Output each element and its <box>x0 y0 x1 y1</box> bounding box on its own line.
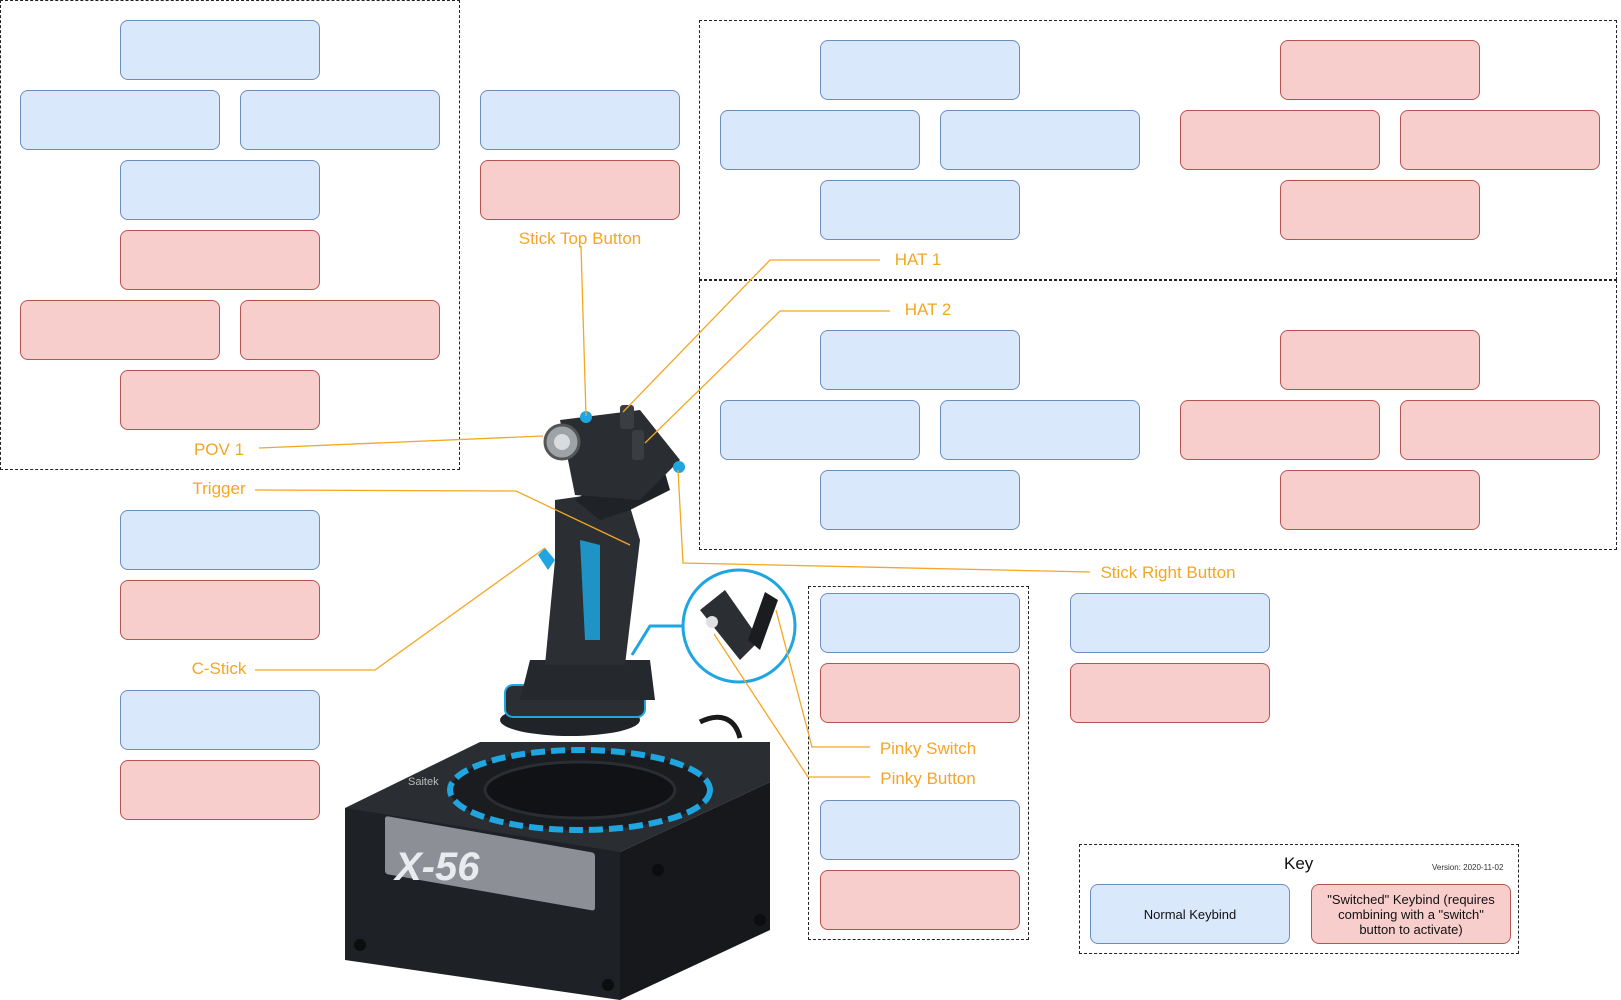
hat1-switched-up[interactable] <box>1280 40 1480 100</box>
trigger-normal[interactable] <box>120 510 320 570</box>
key-title: Key <box>1284 854 1314 873</box>
pov1-normal-down[interactable] <box>120 160 320 220</box>
pov1-switched-right[interactable] <box>240 300 440 360</box>
joystick-stick <box>500 405 685 736</box>
connector-lines <box>254 245 1091 778</box>
key-frame <box>1079 844 1519 954</box>
label-stick-right-button: Stick Right Button <box>1100 563 1236 582</box>
hat2-normal-left[interactable] <box>720 400 920 460</box>
hat1-switched-down[interactable] <box>1280 180 1480 240</box>
hat1-switched-left[interactable] <box>1180 110 1380 170</box>
hat2-switched-up[interactable] <box>1280 330 1480 390</box>
hat2-normal-up[interactable] <box>820 330 1020 390</box>
stick-top-normal[interactable] <box>480 90 680 150</box>
pov1-normal-left[interactable] <box>20 90 220 150</box>
hat2-switched-left[interactable] <box>1180 400 1380 460</box>
pinky-inset <box>630 568 797 684</box>
hat2-switched-down[interactable] <box>1280 470 1480 530</box>
label-trigger: Trigger <box>192 479 246 498</box>
hat1-normal-down[interactable] <box>820 180 1020 240</box>
pov1-normal-right[interactable] <box>240 90 440 150</box>
hat1-normal-left[interactable] <box>720 110 920 170</box>
hat2-normal-right[interactable] <box>940 400 1140 460</box>
hat1-normal-up[interactable] <box>820 40 1020 100</box>
c-stick-switched[interactable] <box>120 760 320 820</box>
pinky-group-frame <box>808 586 1029 940</box>
label-pinky-button: Pinky Button <box>880 769 976 788</box>
hat2-group-frame <box>699 280 1617 550</box>
pinky-switch-normal[interactable] <box>820 593 1020 653</box>
pov1-switched-down[interactable] <box>120 370 320 430</box>
pov1-switched-left[interactable] <box>20 300 220 360</box>
label-stick-top-button: Stick Top Button <box>518 229 642 248</box>
pinky-button-normal[interactable] <box>820 800 1020 860</box>
pinky-switch-switched[interactable] <box>820 663 1020 723</box>
trigger-switched[interactable] <box>120 580 320 640</box>
stick-right-switched[interactable] <box>1070 663 1270 723</box>
key-switched-keybind: "Switched" Keybind (requires combining w… <box>1311 884 1511 944</box>
pov1-group-frame <box>0 0 460 470</box>
brand-logo: Saitek <box>408 776 439 788</box>
label-pov1: POV 1 <box>193 440 245 459</box>
pov1-switched-up[interactable] <box>120 230 320 290</box>
stick-top-switched[interactable] <box>480 160 680 220</box>
hat1-switched-right[interactable] <box>1400 110 1600 170</box>
pinky-button-switched[interactable] <box>820 870 1020 930</box>
hat2-switched-right[interactable] <box>1400 400 1600 460</box>
label-c-stick: C-Stick <box>191 659 247 678</box>
pov1-normal-up[interactable] <box>120 20 320 80</box>
hat1-group-frame <box>699 20 1617 280</box>
key-normal-keybind: Normal Keybind <box>1090 884 1290 944</box>
label-hat1: HAT 1 <box>894 250 942 269</box>
hat2-normal-down[interactable] <box>820 470 1020 530</box>
stick-right-normal[interactable] <box>1070 593 1270 653</box>
c-stick-normal[interactable] <box>120 690 320 750</box>
joystick-base: X-56 Saitek <box>345 742 770 1000</box>
label-hat2: HAT 2 <box>904 300 952 319</box>
model-logo: X-56 <box>393 845 480 889</box>
label-pinky-switch: Pinky Switch <box>879 739 977 758</box>
key-version: Version: 2020-11-02 <box>1432 863 1504 872</box>
hat1-normal-right[interactable] <box>940 110 1140 170</box>
